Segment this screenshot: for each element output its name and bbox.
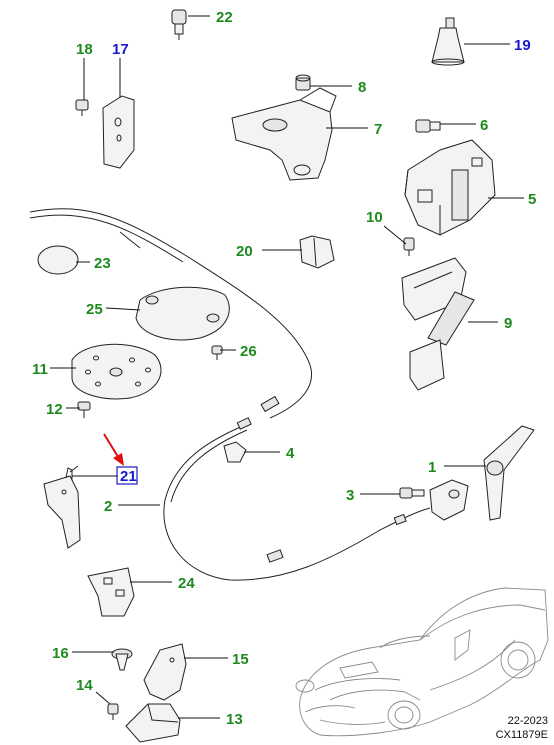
- part-7-latch-housing: [231, 87, 337, 181]
- callout-4: 4: [286, 445, 295, 462]
- callout-21: 21: [120, 468, 137, 485]
- part-17-bracket: [102, 95, 135, 169]
- highlight-arrow: [103, 433, 124, 466]
- callout-16: 16: [52, 645, 69, 662]
- callout-12: 12: [46, 401, 63, 418]
- callout-20: 20: [236, 243, 253, 260]
- part-19-bump-stop: [431, 17, 465, 66]
- callout-1: 1: [428, 459, 436, 476]
- callout-7: 7: [374, 121, 382, 138]
- part-25-cover-plate: [135, 286, 230, 341]
- part-5-latch-assembly: [404, 139, 496, 236]
- callout-8: 8: [358, 79, 366, 96]
- highlight-box: [116, 466, 138, 485]
- part-4-clip: [223, 441, 247, 463]
- part-8-nut: [295, 74, 311, 91]
- part-18-clip: [75, 99, 89, 116]
- callout-25: 25: [86, 301, 103, 318]
- part-11-base-plate: [71, 343, 162, 400]
- callout-11: 11: [32, 361, 48, 378]
- lever-bracket: [429, 479, 469, 521]
- callout-17: 17: [112, 41, 129, 58]
- part-20-clip: [299, 235, 335, 269]
- part-9-actuator: [401, 257, 475, 391]
- car-illustration: [295, 587, 549, 737]
- part-3-bolt: [399, 487, 425, 499]
- callout-18: 18: [76, 41, 93, 58]
- callout-22: 22: [216, 9, 233, 26]
- callout-15: 15: [232, 651, 249, 668]
- part-10-fastener: [403, 237, 415, 256]
- callout-10: 10: [366, 209, 383, 226]
- callout-14: 14: [76, 677, 93, 694]
- part-21-bracket: [43, 465, 81, 549]
- callout-labels: 22 19 18 17 8 7 6 5 10 20 23 9 25 26 11 …: [32, 9, 536, 728]
- part-15-bracket: [143, 643, 187, 701]
- part-24-bracket: [87, 567, 135, 617]
- release-cable: [29, 208, 431, 581]
- part-16-push-clip: [111, 648, 133, 671]
- callout-3: 3: [346, 487, 354, 504]
- diagram-code: CX11879E: [495, 729, 548, 741]
- part-12-screw: [77, 401, 91, 418]
- leader-lines: [50, 15, 524, 719]
- date-code: 22-2023: [507, 715, 548, 727]
- part-26-fastener: [211, 345, 223, 360]
- part-23-pad: [37, 245, 79, 275]
- part-22-clip: [171, 9, 187, 40]
- callout-13: 13: [226, 711, 243, 728]
- callout-26: 26: [240, 343, 257, 360]
- callout-6: 6: [480, 117, 488, 134]
- part-13-cover: [125, 703, 181, 743]
- part-14-screw: [107, 703, 119, 720]
- callout-19: 19: [514, 37, 531, 54]
- part-1-release-handle: [483, 425, 535, 521]
- callout-2: 2: [104, 498, 112, 515]
- callout-5: 5: [528, 191, 536, 208]
- callout-23: 23: [94, 255, 111, 272]
- part-6-bolt: [415, 119, 441, 133]
- callout-24: 24: [178, 575, 195, 592]
- callout-9: 9: [504, 315, 512, 332]
